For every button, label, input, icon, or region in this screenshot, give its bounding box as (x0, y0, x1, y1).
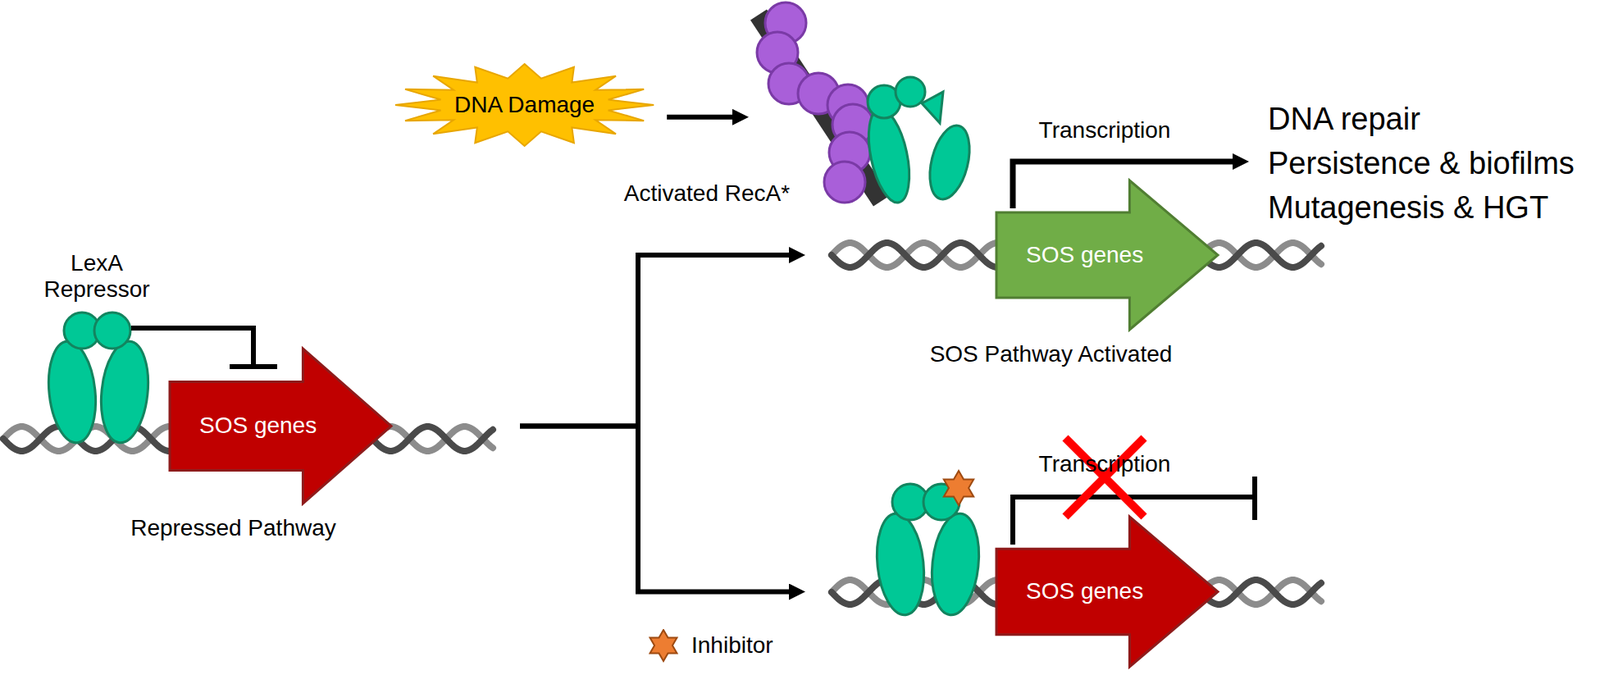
blocked-transcription-bar (1252, 476, 1258, 520)
node-label: SOS genes (1025, 241, 1144, 269)
block-cross (1065, 437, 1145, 517)
gene-arrow-shape (996, 516, 1218, 667)
process-label: Transcription (1039, 451, 1172, 478)
node-label: SOS genes (199, 412, 317, 439)
transcription-arrow (1012, 161, 1240, 209)
lexa-dimer (44, 312, 154, 446)
lexa-fragment (923, 121, 977, 204)
lexa-domain (96, 338, 154, 445)
reca-filament (756, 2, 976, 206)
lexa-domain (44, 338, 101, 445)
legend-star-swatch (647, 629, 682, 664)
sos-gene-arrow: SOS genes (994, 515, 1220, 669)
node-label: SOS genes (1025, 578, 1144, 605)
lexa-fragment (921, 91, 944, 124)
outcome-label: DNA repair (1267, 101, 1421, 138)
process-label: Transcription (1039, 117, 1172, 144)
inhibitor-star (943, 470, 974, 506)
reca-monomer (824, 161, 866, 203)
gene-arrow-shape (996, 180, 1218, 330)
reca-complex: Activated RecA* (749, 1, 980, 207)
lexa-fragment (895, 77, 926, 107)
sos-gene-arrow: SOS genesSOS Pathway Activated (994, 178, 1220, 332)
gene-arrow-shape (169, 348, 392, 504)
activation-arrow (666, 114, 739, 120)
pathway-branch-arrow (519, 255, 796, 427)
node-label: Activated RecA* (624, 180, 790, 207)
block-cross (1065, 437, 1145, 517)
starburst-shape (395, 63, 654, 146)
sos-gene-arrow: SOS genesRepressed Pathway (168, 346, 393, 506)
legend-label: Inhibitor (691, 632, 774, 659)
lexa-head (94, 312, 131, 349)
lexa-fragment (861, 105, 917, 207)
lexa-dimer (872, 483, 985, 618)
repression-line (131, 328, 254, 367)
damage-starburst: DNA Damage (392, 61, 657, 149)
lexa-domain (927, 510, 985, 617)
lexa-domain (872, 510, 930, 617)
repression-bar (229, 364, 278, 370)
node-label: DNA Damage (454, 91, 595, 119)
node-heading: SOS Pathway Activated (929, 341, 1173, 368)
node-heading: Repressed Pathway (130, 515, 337, 542)
outcome-label: Persistence & biofilms (1267, 145, 1575, 183)
protein-label: LexA Repressor (35, 250, 159, 303)
inhibitor-star (650, 629, 678, 661)
outcome-label: Mutagenesis & HGT (1267, 190, 1549, 227)
pathway-branch-arrow (519, 426, 796, 593)
